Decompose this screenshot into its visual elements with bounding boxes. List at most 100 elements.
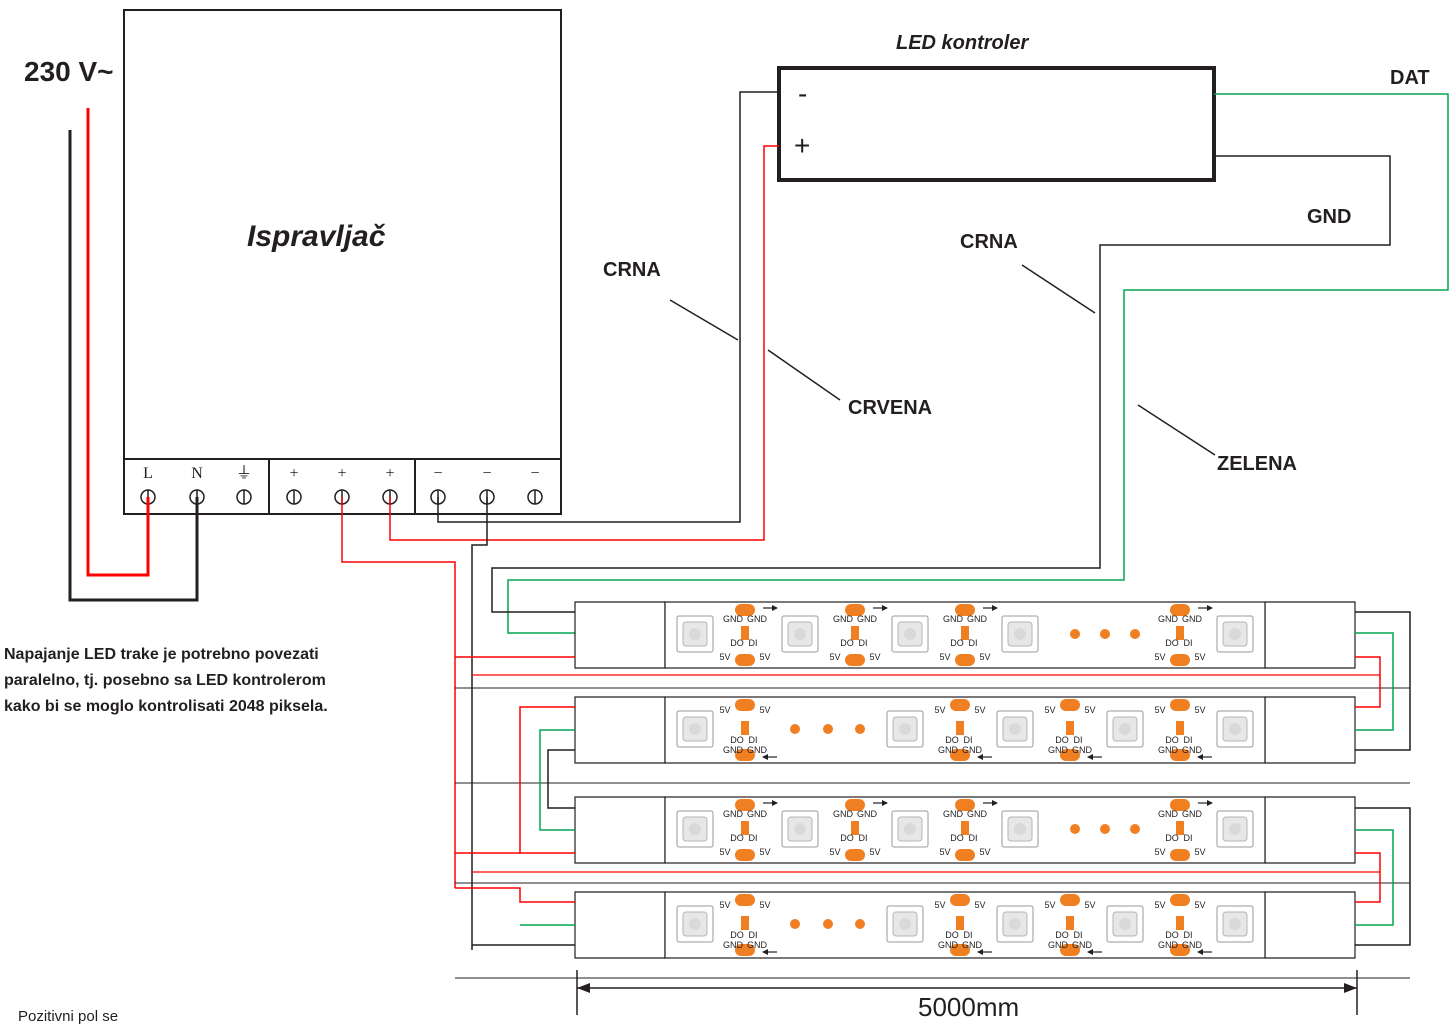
- bus-red-tap: [455, 887, 575, 903]
- data-arrowhead: [992, 605, 998, 611]
- solder-pad: [1170, 604, 1190, 616]
- solder-pad: [735, 604, 755, 616]
- zelena-label: ZELENA: [1217, 453, 1297, 475]
- pad-label: GND: [1158, 745, 1179, 755]
- led-pixel-dot: [1009, 723, 1021, 735]
- bus-red-1: [341, 497, 456, 888]
- pad-label: DI: [1184, 833, 1193, 843]
- dat-label: DAT: [1390, 67, 1430, 89]
- solder-pad: [1176, 821, 1184, 835]
- data-arrowhead: [1087, 754, 1093, 760]
- solder-pad: [845, 604, 865, 616]
- pad-label: DO: [945, 735, 959, 745]
- solder-pad: [950, 894, 970, 906]
- data-arrowhead: [977, 949, 983, 955]
- solder-pad: [955, 654, 975, 666]
- led-pixel-dot: [689, 823, 701, 835]
- pad-label: DO: [1165, 735, 1179, 745]
- dimension-arrow-left: [577, 983, 590, 993]
- data-arrowhead: [762, 754, 768, 760]
- pad-label: GND: [943, 809, 964, 819]
- led-pixel-dot: [794, 823, 806, 835]
- solder-pad: [1170, 849, 1190, 861]
- pad-label: 5V: [979, 652, 990, 662]
- solder-pad: [1170, 654, 1190, 666]
- wiring-note-line: paralelno, tj. posebno sa LED kontrolero…: [4, 672, 326, 689]
- crvena-pointer: [767, 349, 841, 401]
- pad-label: GND: [833, 614, 854, 624]
- led-pixel-dot: [689, 628, 701, 640]
- solder-pad: [851, 821, 859, 835]
- terminal-label: +: [289, 465, 298, 482]
- solder-pad: [1066, 916, 1074, 930]
- solder-pad: [955, 849, 975, 861]
- continuation-dot: [1100, 824, 1110, 834]
- pad-label: 5V: [759, 900, 770, 910]
- power-supply-title: Ispravljač: [247, 220, 386, 253]
- solder-pad: [741, 721, 749, 735]
- solder-pad: [1170, 894, 1190, 906]
- pad-label: DI: [1184, 735, 1193, 745]
- solder-pad: [956, 916, 964, 930]
- pad-label: 5V: [974, 705, 985, 715]
- data-arrowhead: [992, 800, 998, 806]
- continuation-dot: [855, 919, 865, 929]
- pad-label: DI: [969, 833, 978, 843]
- pad-label: 5V: [1084, 900, 1095, 910]
- led-pixel-dot: [904, 628, 916, 640]
- pad-label: 5V: [934, 705, 945, 715]
- pad-label: DI: [859, 638, 868, 648]
- zelena-pointer: [1137, 404, 1216, 456]
- pad-label: DI: [969, 638, 978, 648]
- pad-label: GND: [723, 745, 744, 755]
- solder-pad: [845, 849, 865, 861]
- led-pixel-dot: [899, 723, 911, 735]
- pad-label: DO: [950, 638, 964, 648]
- led-pixel-dot: [1229, 723, 1241, 735]
- pad-label: GND: [723, 940, 744, 950]
- pad-label: GND: [1182, 745, 1203, 755]
- pad-label: GND: [962, 745, 983, 755]
- led-pixel-dot: [1119, 723, 1131, 735]
- green-link: [1355, 632, 1394, 731]
- pad-label: GND: [1158, 809, 1179, 819]
- wiring-note: Napajanje LED trake je potrebno povezati…: [4, 642, 412, 720]
- pad-label: 5V: [974, 900, 985, 910]
- pad-label: GND: [857, 614, 878, 624]
- pad-label: DI: [749, 735, 758, 745]
- terminal-label: −: [433, 465, 442, 482]
- continuation-dot: [1130, 629, 1140, 639]
- solder-pad: [1066, 721, 1074, 735]
- solder-pad: [845, 654, 865, 666]
- solder-pad: [851, 626, 859, 640]
- green-link: [1355, 829, 1394, 926]
- controller-title: LED kontroler: [896, 32, 1029, 54]
- pad-label: 5V: [1194, 705, 1205, 715]
- solder-pad: [735, 944, 755, 956]
- pad-label: DO: [1165, 930, 1179, 940]
- pad-label: DI: [859, 833, 868, 843]
- strip-end-cap: [1264, 601, 1356, 669]
- terminal-label: −: [530, 465, 539, 482]
- red-link: [1355, 852, 1381, 903]
- crna-pointer-1: [669, 299, 739, 341]
- pad-label: 5V: [869, 847, 880, 857]
- led-pixel-dot: [904, 823, 916, 835]
- solder-pad: [1170, 699, 1190, 711]
- led-pixel-dot: [1229, 918, 1241, 930]
- pad-label: DO: [840, 833, 854, 843]
- pad-label: 5V: [1044, 900, 1055, 910]
- mains-voltage-label: 230 V~: [24, 56, 114, 87]
- pad-label: DI: [749, 638, 758, 648]
- solder-pad: [735, 849, 755, 861]
- pad-label: 5V: [829, 652, 840, 662]
- data-arrowhead: [772, 800, 778, 806]
- pad-label: 5V: [759, 652, 770, 662]
- solder-pad: [735, 799, 755, 811]
- solder-pad: [961, 821, 969, 835]
- controller-minus-label: -: [798, 78, 808, 109]
- controller-black-wire: [437, 91, 779, 523]
- green-link: [539, 729, 575, 831]
